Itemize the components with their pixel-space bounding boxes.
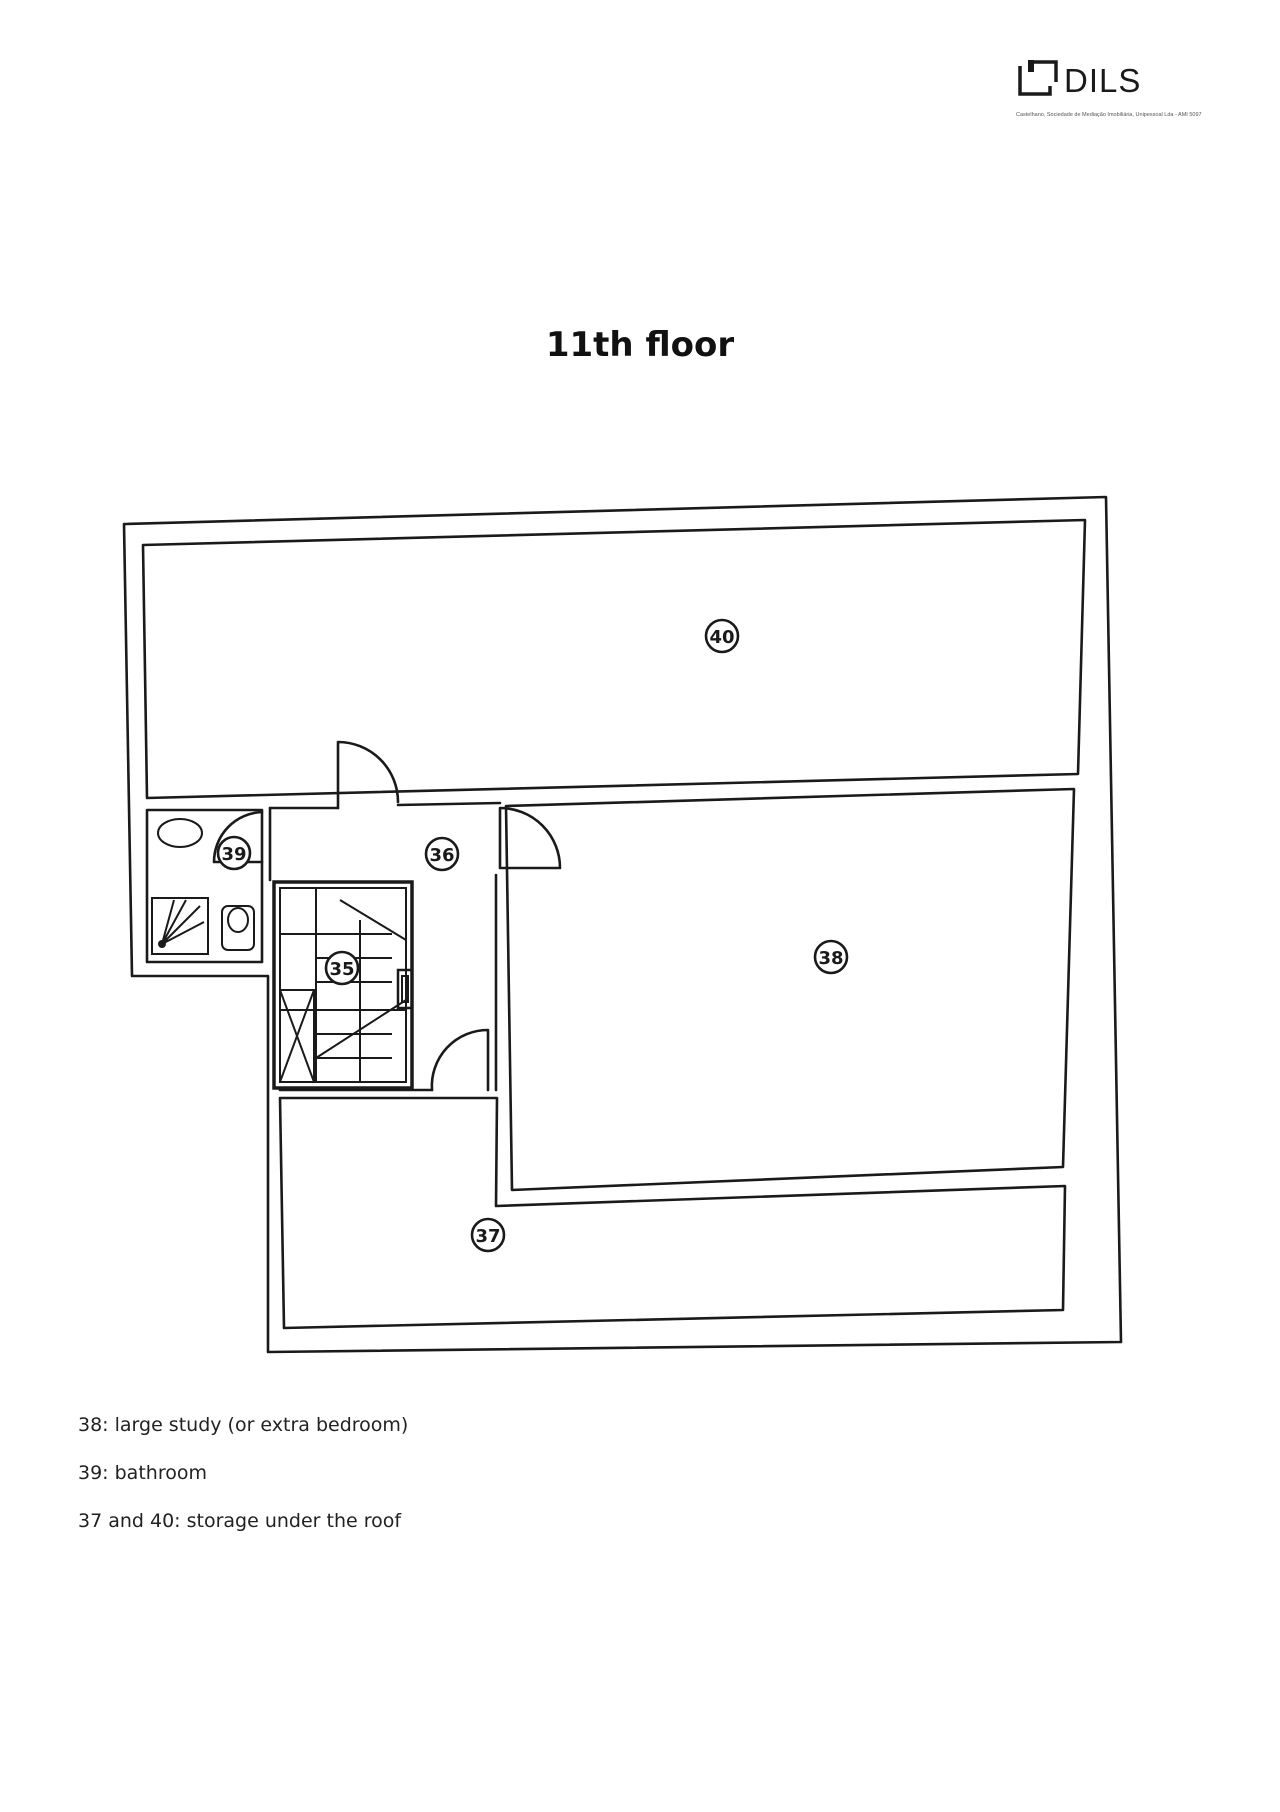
- outer-wall: [122, 495, 1123, 1354]
- room-number-38: 38: [818, 948, 843, 969]
- room-label-38: 38: [813, 939, 849, 975]
- legend-item-37-40: 37 and 40: storage under the roof: [78, 1510, 402, 1532]
- room-40-outline: [141, 518, 1087, 800]
- room-label-39: 39: [216, 835, 252, 871]
- company-logo: DILS Castelhano, Sociedade de Mediação I…: [1016, 58, 1202, 134]
- shower-head-icon: [161, 899, 205, 945]
- hall-36-wall-top-right: [396, 801, 502, 807]
- page-title: 11th floor: [545, 325, 735, 365]
- room-number-40: 40: [709, 627, 734, 648]
- room-number-37: 37: [475, 1226, 500, 1247]
- room-label-35: 35: [324, 950, 360, 986]
- logo-wordmark: DILS: [1064, 62, 1142, 99]
- room-number-35: 35: [329, 959, 354, 980]
- toilet-icon: [221, 905, 255, 951]
- stair-crossed-box: [279, 989, 315, 1083]
- room-label-40: 40: [704, 618, 740, 654]
- door-arc-37: [430, 1028, 490, 1092]
- legend-item-38: 38: large study (or extra bedroom): [78, 1414, 409, 1436]
- room-number-36: 36: [429, 845, 454, 866]
- door-arc-39: [212, 810, 264, 864]
- room-label-36: 36: [424, 836, 460, 872]
- legend-item-39: 39: bathroom: [78, 1462, 207, 1484]
- door-arc-40: [336, 740, 400, 810]
- bathtub-icon: [157, 818, 203, 848]
- door-arc-38: [498, 806, 562, 870]
- logo-mark-icon: [1018, 60, 1058, 96]
- room-39-outline: [145, 808, 264, 964]
- stair-handrail-icon: [396, 968, 414, 1010]
- room-label-37: 37: [470, 1217, 506, 1253]
- room-37-outline: [278, 1096, 1067, 1330]
- logo-fine-print: Castelhano, Sociedade de Mediação Imobil…: [1016, 112, 1202, 118]
- room-number-39: 39: [221, 844, 246, 865]
- room-38-outline: [504, 787, 1076, 1192]
- shower-tray-icon: [151, 897, 209, 955]
